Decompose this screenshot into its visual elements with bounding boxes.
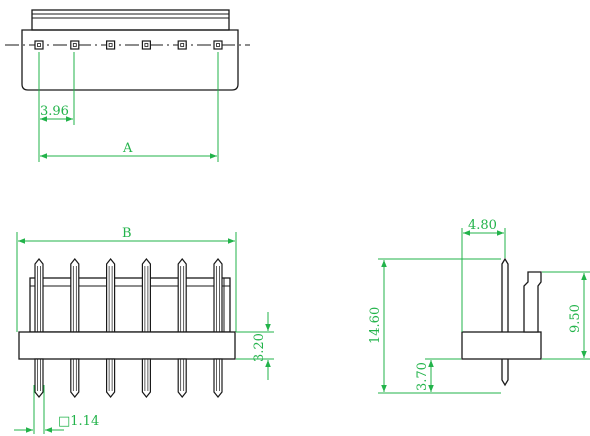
front-view-pin-upper bbox=[177, 258, 187, 333]
side-view-pin bbox=[501, 257, 509, 387]
side-view-latch bbox=[523, 271, 542, 333]
base-height-label: 3.20 bbox=[252, 333, 267, 362]
top-view-pin-core bbox=[37, 43, 41, 47]
top-view-housing bbox=[21, 29, 239, 91]
top-view-pin bbox=[141, 40, 151, 50]
top-view-pins bbox=[34, 40, 223, 50]
lower-height-label: 3.70 bbox=[415, 362, 430, 391]
offset-label: 4.80 bbox=[468, 218, 497, 233]
top-view-latch bbox=[31, 9, 230, 31]
front-view-pin-upper bbox=[141, 258, 151, 333]
upper-height-label: 9.50 bbox=[568, 304, 583, 333]
front-view-pins-lower bbox=[34, 358, 223, 398]
side-view-base bbox=[461, 331, 542, 360]
front-view-pin-upper bbox=[106, 258, 116, 333]
front-view-pin-upper bbox=[70, 258, 80, 333]
front-view-pin-lower bbox=[177, 358, 187, 398]
front-view-pin-lower bbox=[141, 358, 151, 398]
pitch-label: 3.96 bbox=[40, 104, 69, 119]
front-view-pin-upper bbox=[34, 258, 44, 333]
front-view-base bbox=[18, 331, 236, 360]
front-view-pin-lower bbox=[213, 358, 223, 398]
top-view-pin-core bbox=[180, 43, 185, 47]
top-view: 3.96 A bbox=[5, 9, 250, 162]
top-view-pin-core bbox=[144, 43, 149, 47]
top-view-pin-core bbox=[216, 43, 220, 47]
top-view-pin bbox=[34, 40, 44, 50]
front-view-pin-lower bbox=[34, 358, 44, 398]
total-height-label: 14.60 bbox=[368, 307, 383, 344]
top-view-pin bbox=[70, 40, 80, 50]
pin-size-label: □1.14 bbox=[58, 414, 99, 429]
top-view-pin-core bbox=[72, 43, 77, 47]
length-a-label: A bbox=[122, 141, 133, 156]
length-b-label: B bbox=[122, 226, 132, 241]
side-view: 4.80 14.60 9.50 3.70 bbox=[368, 218, 590, 394]
top-view-pin bbox=[213, 40, 223, 50]
front-view: B 3.20 □1.14 bbox=[14, 226, 274, 434]
top-view-pin-core bbox=[108, 43, 113, 47]
top-view-pin bbox=[177, 40, 187, 50]
top-view-pin bbox=[105, 40, 116, 50]
front-view-pin-lower bbox=[70, 358, 80, 398]
front-view-pins-upper bbox=[34, 258, 223, 333]
front-view-pin-lower bbox=[106, 358, 116, 398]
front-view-pin-upper bbox=[213, 258, 223, 333]
